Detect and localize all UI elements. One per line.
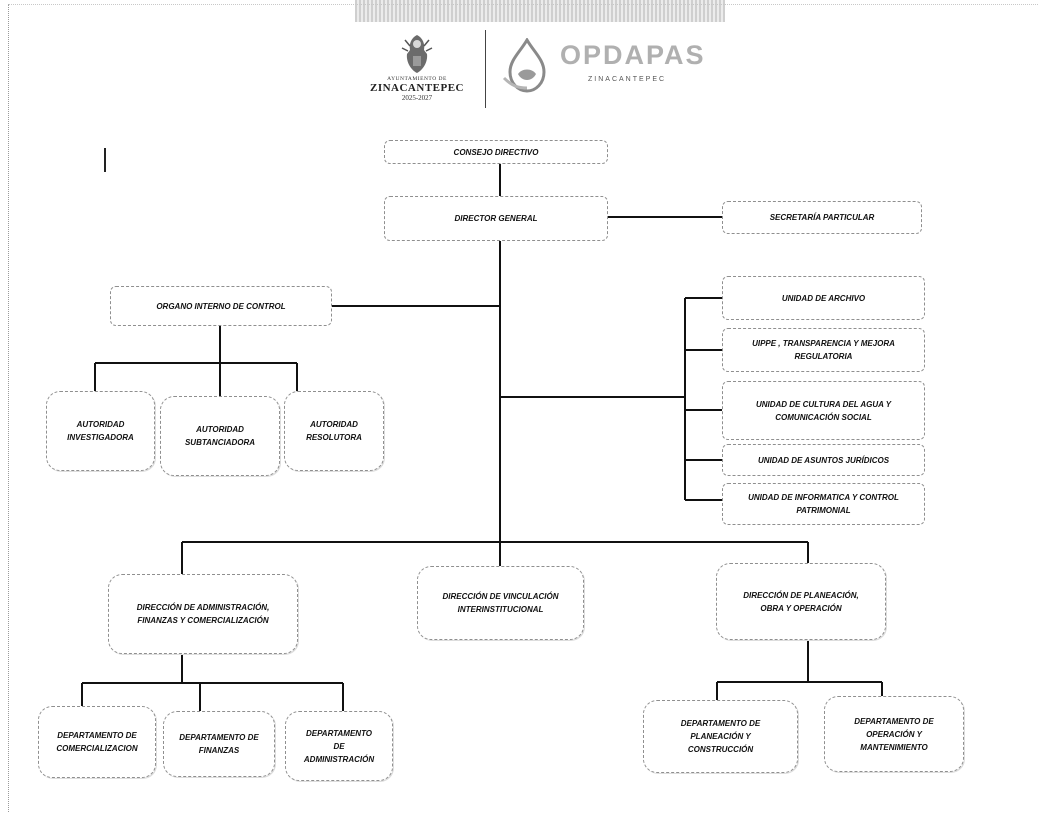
- node-departamento-finanzas: DEPARTAMENTO DE FINANZAS: [163, 711, 275, 777]
- node-direccion-vinculacion: DIRECCIÓN DE VINCULACIÓN INTERINSTITUCIO…: [417, 566, 584, 640]
- node-director-general: DIRECTOR GENERAL: [384, 196, 608, 241]
- node-unidad-asuntos-juridicos: UNIDAD DE ASUNTOS JURÍDICOS: [722, 444, 925, 476]
- node-secretaria-particular: SECRETARÍA PARTICULAR: [722, 201, 922, 234]
- opdapas-logo: OPDAPAS ZINACANTEPEC: [498, 38, 708, 98]
- node-unidad-cultura-agua: UNIDAD DE CULTURA DEL AGUA Y COMUNICACIÓ…: [722, 381, 925, 440]
- node-autoridad-investigadora: AUTORIDAD INVESTIGADORA: [46, 391, 155, 471]
- page-border: [8, 4, 1038, 812]
- node-direccion-administracion: DIRECCIÓN DE ADMINISTRACIÓN, FINANZAS Y …: [108, 574, 298, 654]
- node-organo-interno-control: ORGANO INTERNO DE CONTROL: [110, 286, 332, 326]
- node-departamento-administracion: DEPARTAMENTO DE ADMINISTRACIÓN: [285, 711, 393, 781]
- municipality-small-text: AYUNTAMIENTO DE: [387, 76, 447, 82]
- node-autoridad-substanciadora: AUTORIDAD SUBTANCIADORA: [160, 396, 280, 476]
- node-direccion-planeacion: DIRECCIÓN DE PLANEACIÓN, OBRA Y OPERACIÓ…: [716, 563, 886, 640]
- margin-mark: [104, 148, 106, 172]
- node-uippe: UIPPE , TRANSPARENCIA Y MEJORA REGULATOR…: [722, 328, 925, 372]
- logo-divider: [485, 30, 486, 108]
- node-departamento-comercializacion: DEPARTAMENTO DE COMERCIALIZACION: [38, 706, 156, 778]
- brand-subtitle: ZINACANTEPEC: [588, 76, 667, 83]
- municipal-logo: AYUNTAMIENTO DE ZINACANTEPEC 2025-2027: [362, 32, 472, 112]
- node-consejo-directivo: CONSEJO DIRECTIVO: [384, 140, 608, 164]
- coat-of-arms-icon: [401, 35, 433, 73]
- node-autoridad-resolutora: AUTORIDAD RESOLUTORA: [284, 391, 384, 471]
- municipality-name: ZINACANTEPEC: [369, 82, 464, 94]
- administration-years: 2025-2027: [401, 94, 433, 102]
- node-unidad-archivo: UNIDAD DE ARCHIVO: [722, 276, 925, 320]
- scan-header-bar: [355, 0, 725, 22]
- node-departamento-operacion: DEPARTAMENTO DE OPERACIÓN Y MANTENIMIENT…: [824, 696, 964, 772]
- node-departamento-planeacion: DEPARTAMENTO DE PLANEACIÓN Y CONSTRUCCIÓ…: [643, 700, 798, 773]
- brand-name: OPDAPAS: [560, 40, 706, 70]
- node-unidad-informatica: UNIDAD DE INFORMATICA Y CONTROL PATRIMON…: [722, 483, 925, 525]
- water-drop-icon: [502, 38, 546, 93]
